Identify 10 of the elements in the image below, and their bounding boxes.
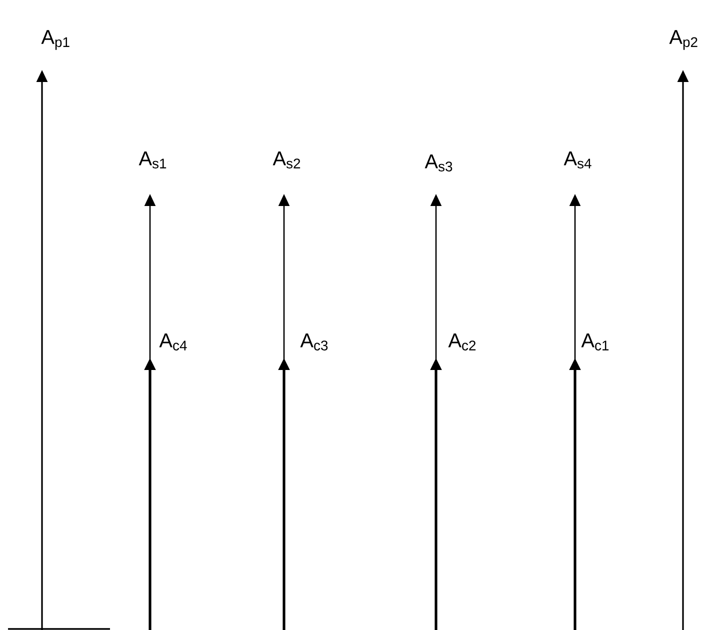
vector-label: A$_{c4}$ bbox=[159, 334, 187, 350]
vector-label: A$_{s4}$ bbox=[564, 152, 592, 168]
vector-label: A$_{s2}$ bbox=[272, 152, 300, 168]
vector-label: A$_{s1}$ bbox=[138, 152, 166, 168]
vector-label: A$_{p2}$ bbox=[669, 30, 698, 50]
vector-label: A$_{p1}$ bbox=[41, 30, 70, 50]
vector-label: A$_{s3}$ bbox=[424, 154, 452, 172]
vector-label: A$_{c2}$ bbox=[448, 334, 476, 350]
vector-label: A$_{c1}$ bbox=[581, 334, 609, 350]
vector-label: A$_{c3}$ bbox=[300, 334, 328, 350]
